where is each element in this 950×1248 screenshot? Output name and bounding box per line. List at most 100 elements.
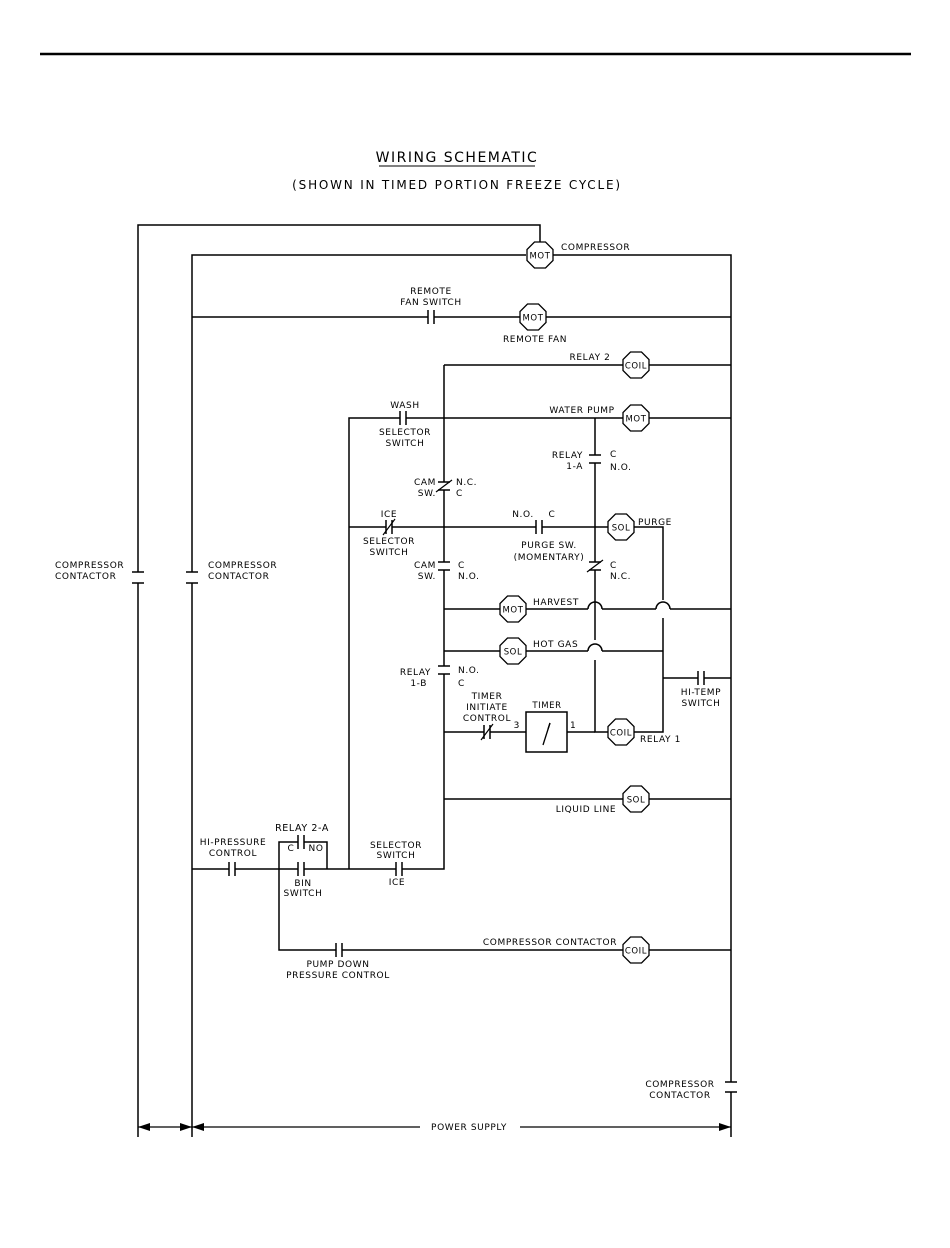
selector-ice-label-3: ICE [389, 878, 405, 888]
compressor-contactor-coil-text: COMPRESSOR CONTACTOR [483, 938, 617, 948]
selector-ice-label-2: SWITCH [377, 851, 416, 861]
mid-contactor-label-2: CONTACTOR [208, 572, 269, 582]
cam-2-label-2: SW. [418, 572, 436, 582]
cam-2-c-label: C [458, 561, 465, 571]
liquid-line-label: LIQUID LINE [556, 805, 616, 815]
relay-1a-label-1: RELAY [552, 451, 583, 461]
mid-contactor-label-1: COMPRESSOR [208, 561, 277, 571]
contacts [132, 310, 737, 1093]
timer-pin-3-label: 3 [514, 721, 520, 731]
compressor-motor: MOT [526, 241, 554, 269]
compressor-contactor-l1-contact [132, 571, 144, 584]
water-pump-label: WATER PUMP [549, 406, 614, 416]
timer-initiate-label-1: TIMER [471, 692, 503, 702]
selector-ice-label-1: SELECTOR [370, 841, 422, 851]
hot-gas-solenoid-label: SOL [504, 648, 523, 658]
right-contactor-label-1: COMPRESSOR [645, 1080, 714, 1090]
purge-solenoid-label: SOL [612, 524, 631, 534]
wash-selector-label-2: SWITCH [386, 439, 425, 449]
cam-switch-nc-contact [435, 479, 453, 493]
purge-sw-c-label: C [549, 510, 556, 520]
hi-pressure-label-2: CONTROL [209, 849, 257, 859]
relay-1b-label-2: 1-B [410, 679, 427, 689]
pump-down-label-1: PUMP DOWN [306, 960, 369, 970]
relay-2-coil-label: COIL [625, 362, 647, 372]
relay-1b-c-label: C [458, 679, 465, 689]
relay-2a-contact [297, 835, 305, 849]
power-supply-label: POWER SUPPLY [431, 1123, 507, 1133]
hi-temp-switch-contact [697, 671, 705, 685]
wash-selector-contact [399, 411, 407, 425]
pump-down-label-2: PRESSURE CONTROL [286, 971, 390, 981]
hi-temp-label-1: HI-TEMP [681, 688, 721, 698]
remote-fan-switch-contact [427, 310, 435, 324]
relay-2a-c-label: C [288, 844, 295, 854]
liquid-line-solenoid-label: SOL [627, 796, 646, 806]
left-contactor-label-1: COMPRESSOR [55, 561, 124, 571]
purge-sw-label-2: (MOMENTARY) [514, 553, 585, 563]
cam-2-label-1: CAM [414, 561, 436, 571]
relay-1-coil: COIL [607, 718, 635, 746]
timer-box [525, 711, 568, 753]
page-title: WIRING SCHEMATIC [376, 150, 539, 166]
wash-label: WASH [390, 401, 419, 411]
wires [137, 224, 732, 1137]
relay-1a-no-contact [589, 454, 601, 464]
relay-1a-nc-label: N.C. [610, 572, 631, 582]
relay-1a-no-label: N.O. [610, 463, 632, 473]
remote-fan-switch-label-2: FAN SWITCH [400, 298, 461, 308]
wash-selector-label-1: SELECTOR [379, 428, 431, 438]
relay-2a-label: RELAY 2-A [275, 823, 329, 834]
relay-1a-c-label: C [610, 450, 617, 460]
liquid-line-solenoid: SOL [622, 785, 650, 813]
cam-1-nc-label: N.C. [456, 478, 477, 488]
remote-fan-label: REMOTE FAN [503, 335, 567, 345]
bin-switch-label-2: SWITCH [284, 889, 323, 899]
hi-pressure-contact [228, 862, 236, 876]
cam-2-no-label: N.O. [458, 572, 480, 582]
hot-gas-label: HOT GAS [533, 640, 578, 650]
pump-down-contact [335, 943, 343, 957]
relay-1b-label-1: RELAY [400, 668, 431, 678]
cam-1-c-label: C [456, 489, 463, 499]
purge-sw-no-label: N.O. [512, 510, 534, 520]
selector-ice-contact [395, 862, 403, 876]
compressor-contactor-coil-label: COIL [625, 947, 647, 957]
timer-initiate-label-2: INITIATE [466, 703, 508, 713]
timer-pin-1-label: 1 [570, 721, 576, 731]
ice-selector-label-2: SWITCH [370, 548, 409, 558]
left-contactor-label-2: CONTACTOR [55, 572, 116, 582]
labels: COMPRESSOR REMOTE FAN SWITCH REMOTE FAN … [55, 243, 721, 1133]
cam-1-label-1: CAM [414, 478, 436, 488]
compressor-label: COMPRESSOR [561, 243, 630, 253]
hot-gas-solenoid: SOL [499, 637, 527, 665]
relay-1-coil-label: COIL [610, 729, 632, 739]
relay-1b-contact [438, 665, 450, 675]
ice-selector-label-1: SELECTOR [363, 537, 415, 547]
relay-2-label: RELAY 2 [570, 353, 611, 363]
remote-fan-switch-label-1: REMOTE [410, 287, 452, 297]
purge-solenoid: SOL [607, 513, 635, 541]
relay-2-coil: COIL [622, 351, 650, 379]
relay-1a-nc-contact [586, 559, 604, 573]
page-subtitle: (SHOWN IN TIMED PORTION FREEZE CYCLE) [292, 178, 622, 192]
cam-switch-no-contact [438, 561, 450, 571]
relay-1-label: RELAY 1 [640, 735, 681, 745]
timer-initiate-contact [480, 723, 494, 741]
compressor-contactor-coil: COIL [622, 936, 650, 964]
harvest-motor: MOT [499, 595, 527, 623]
relay-2a-no-label: NO [308, 844, 323, 854]
hi-temp-label-2: SWITCH [682, 699, 721, 709]
relay-1a-label-2: 1-A [566, 462, 583, 472]
compressor-motor-label: MOT [529, 252, 550, 262]
harvest-motor-label: MOT [502, 606, 523, 616]
timer-initiate-label-3: CONTROL [463, 714, 511, 724]
compressor-contactor-l2-contact [186, 571, 198, 584]
purge-sw-label-1: PURGE SW. [521, 541, 577, 551]
purge-label: PURGE [638, 518, 672, 528]
purge-switch-contact [535, 520, 543, 534]
remote-fan-motor: MOT [519, 303, 547, 331]
cam-1-label-2: SW. [418, 489, 436, 499]
compressor-contactor-neutral-contact [725, 1081, 737, 1093]
